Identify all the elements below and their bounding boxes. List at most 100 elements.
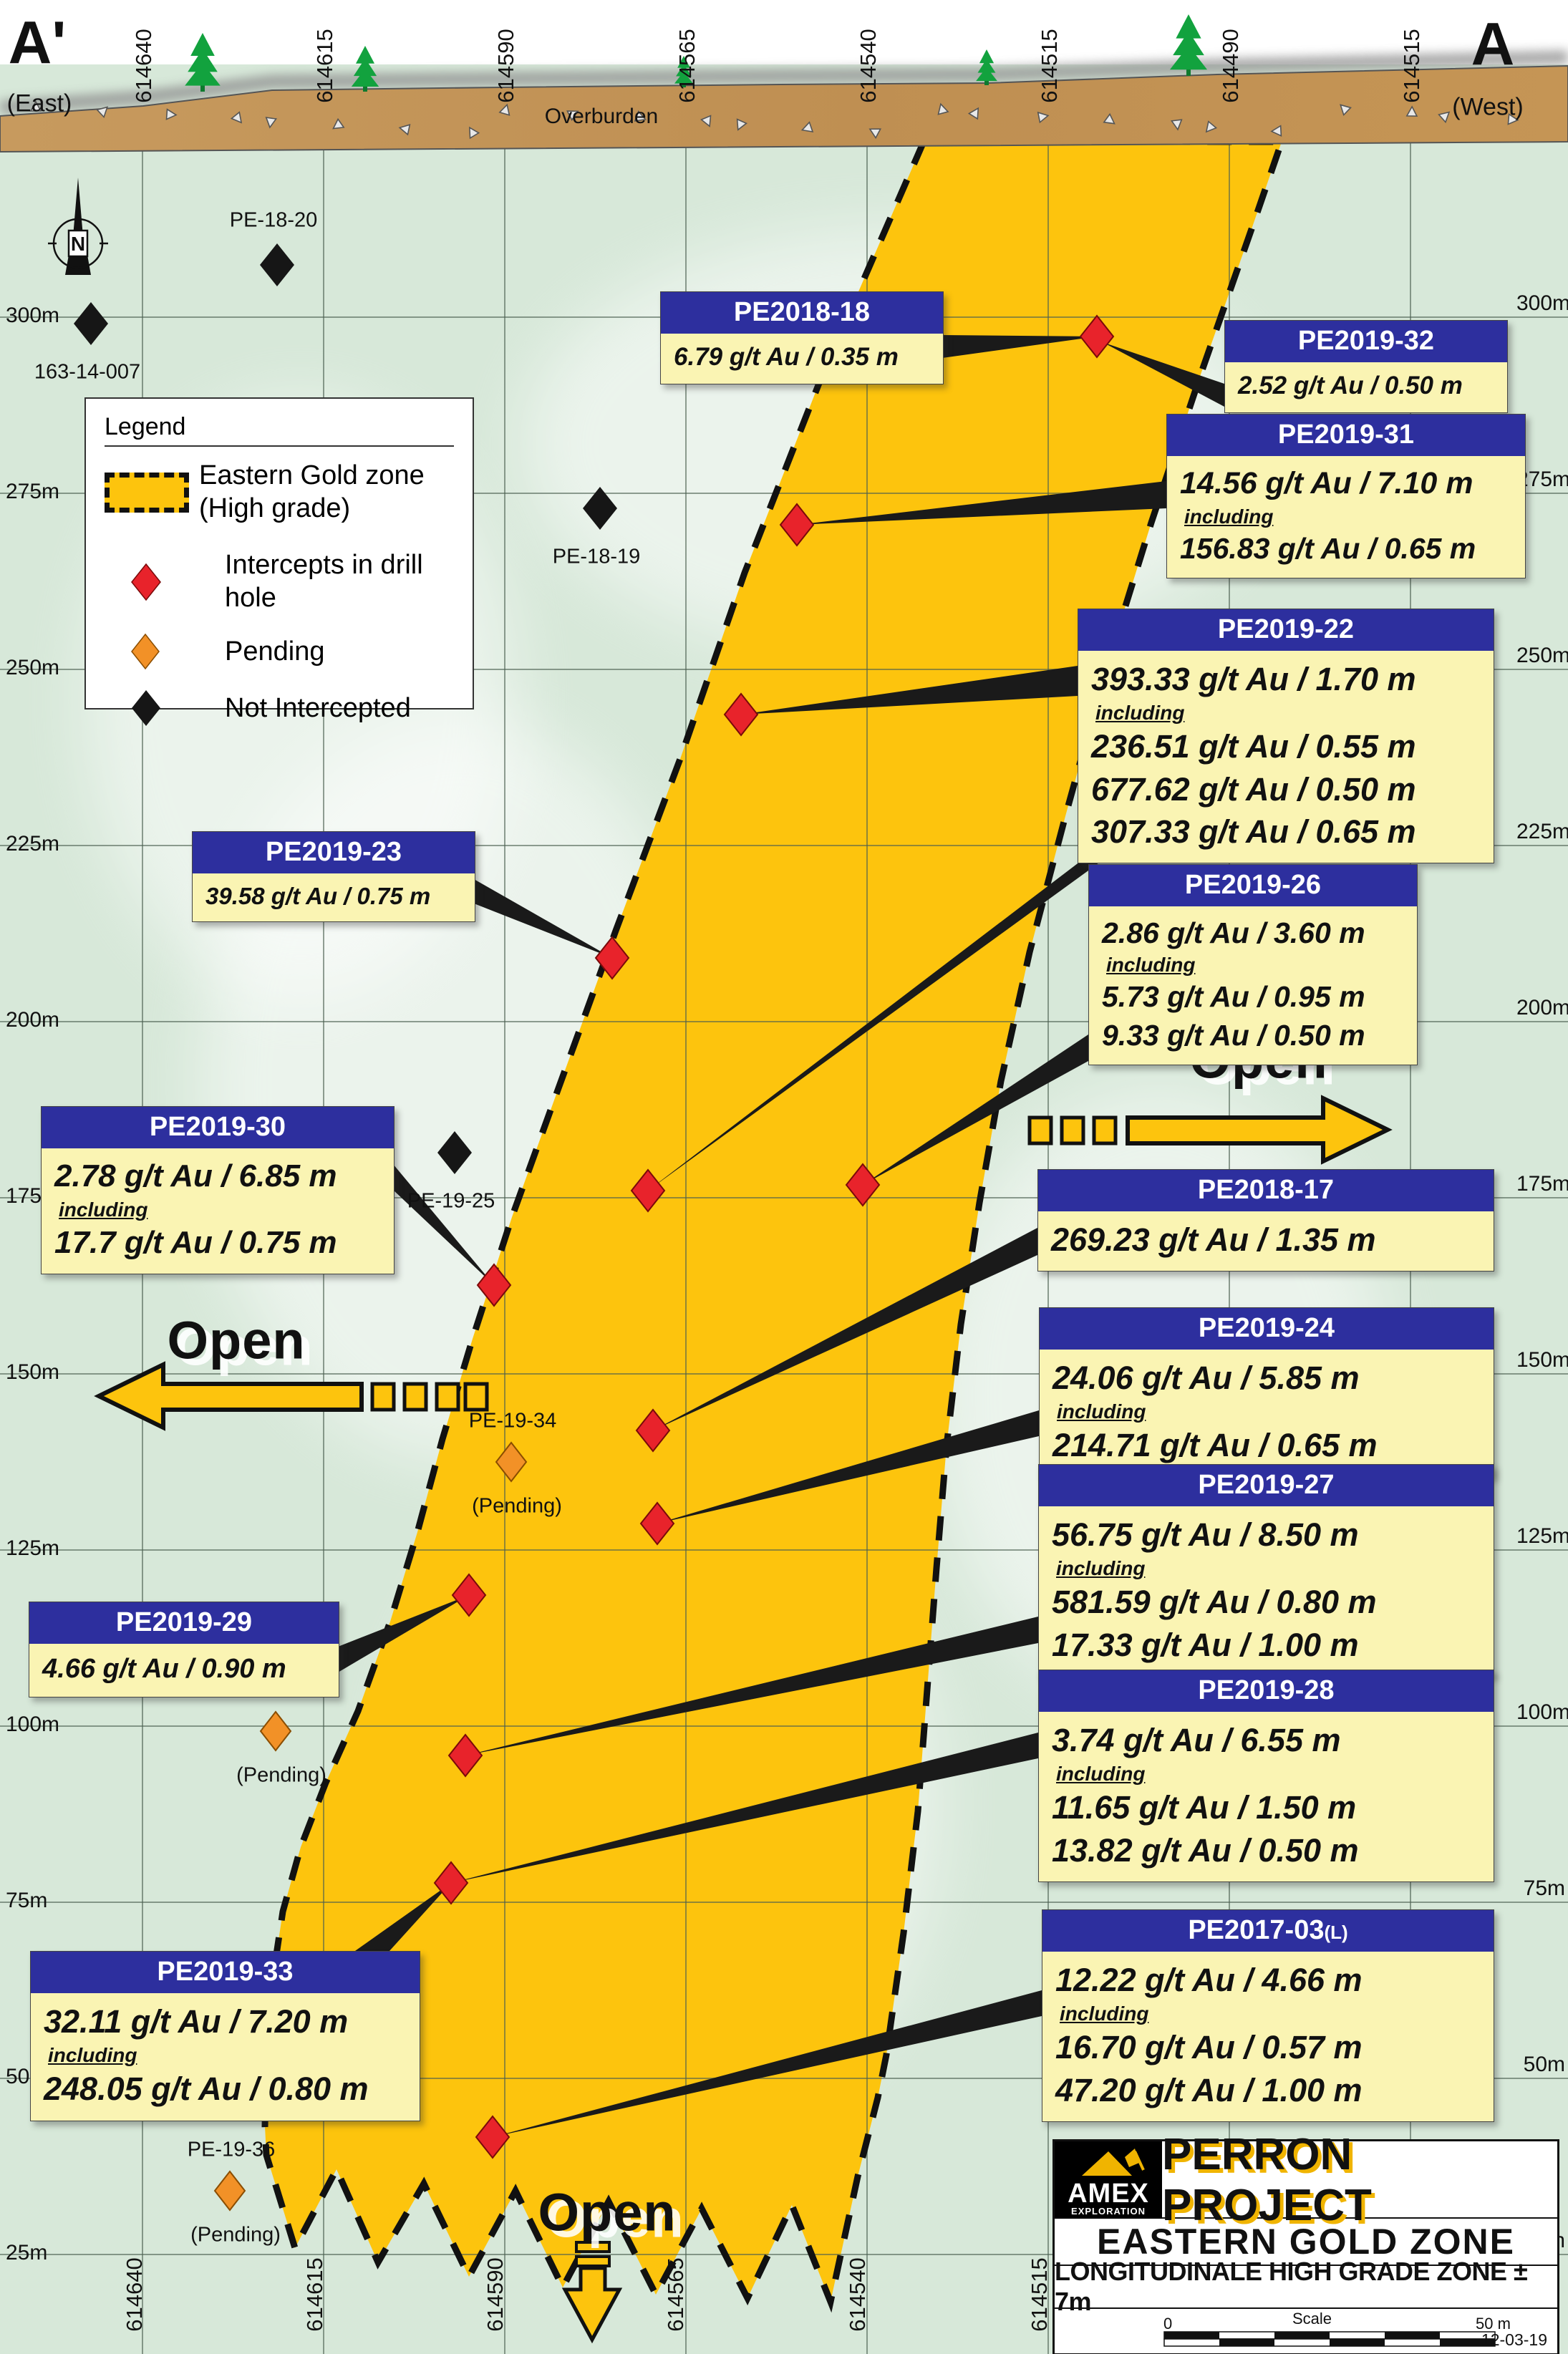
intercept-connector — [338, 1595, 469, 1672]
intercept-diamond — [475, 2115, 510, 2159]
assay-value: 2.86 g/t Au / 3.60 m — [1102, 916, 1365, 949]
legend-pending-label: Pending — [225, 636, 325, 667]
assay-value: 11.65 g/t Au / 1.50 m — [1052, 1789, 1357, 1826]
gravel-icon — [566, 110, 579, 122]
legend-item-zone: Eastern Gold zone (High grade) — [105, 460, 473, 525]
coord-label-top: 614540 — [856, 29, 881, 103]
drill-hole-id: PE2019-30 — [42, 1107, 394, 1148]
drill-result-box: PE2019-29 4.66 g/t Au / 0.90 m — [29, 1602, 339, 1697]
drill-result-box: PE2019-23 39.58 g/t Au / 0.75 m — [192, 831, 475, 923]
gravel-icon — [398, 124, 411, 136]
gravel-icon — [469, 126, 480, 140]
elevation-label-left: 150m — [6, 1360, 60, 1384]
gravel-icon — [498, 103, 510, 116]
coord-label-top: 614615 — [312, 29, 337, 103]
assay-value: 6.79 g/t Au / 0.35 m — [674, 342, 899, 371]
hole-label: PE-18-19 — [552, 545, 641, 568]
assay-value: 248.05 g/t Au / 0.80 m — [44, 2070, 369, 2108]
zone-title: EASTERN GOLD ZONE — [1096, 2222, 1516, 2262]
coord-label-bottom: 614590 — [483, 2257, 508, 2332]
intercept-connector — [493, 1990, 1042, 2137]
intercept-diamond — [639, 1501, 675, 1546]
assay-value: 393.33 g/t Au / 1.70 m — [1091, 660, 1416, 697]
coord-label-bottom: 614615 — [302, 2257, 327, 2332]
elevation-label-right: 175m — [1516, 1172, 1568, 1196]
pending-hole-label: PE-19-36 — [187, 2138, 276, 2161]
gravel-icon — [967, 107, 979, 120]
intercept-connector — [451, 1733, 1038, 1883]
assay-value: 9.33 g/t Au / 0.50 m — [1102, 1019, 1365, 1052]
legend-divider — [105, 445, 454, 447]
drill-result-values: 4.66 g/t Au / 0.90 m — [29, 1643, 339, 1697]
legend-item-pending: Pending — [105, 633, 473, 670]
coord-label-top: 614490 — [1218, 29, 1243, 103]
intercept-connector — [393, 1164, 494, 1285]
drill-hole-id: PE2018-17 — [1038, 1170, 1494, 1211]
hole-label: PE-19-25 — [407, 1189, 495, 1213]
tree-icon — [976, 49, 997, 85]
elevation-label-left: 250m — [6, 656, 60, 679]
intercept-connector — [465, 1617, 1038, 1755]
title-block-row-project: AMEX EXPLORATION PERRON PROJECT — [1055, 2130, 1557, 2230]
section-subtitle: LONGITUDINALE HIGH GRADE ZONE ± 7m — [1055, 2257, 1528, 2316]
intercept-diamond — [630, 1168, 666, 1213]
gravel-icon — [1438, 111, 1451, 124]
assay-value: 32.11 g/t Au / 7.20 m — [44, 2002, 349, 2040]
gravel-icon — [937, 102, 949, 115]
intercept-connector — [741, 666, 1078, 715]
including-label: including — [1184, 505, 1274, 528]
coord-label-bottom: 614565 — [663, 2257, 688, 2332]
assay-value: 17.7 g/t Au / 0.75 m — [54, 1224, 337, 1260]
gravel-icon — [736, 118, 747, 131]
intercept-connector — [863, 1035, 1088, 1185]
gravel-icon — [1405, 105, 1418, 117]
assay-value: 677.62 g/t Au / 0.50 m — [1091, 770, 1416, 808]
coord-label-top: 614590 — [493, 29, 518, 103]
amex-mountain-icon — [1082, 2149, 1145, 2176]
hole-label: PE-18-20 — [229, 208, 318, 232]
assay-value: 14.56 g/t Au / 7.10 m — [1180, 465, 1473, 500]
open-arrow-down — [561, 2241, 623, 2344]
including-label: including — [1060, 2002, 1149, 2025]
gravel-icon — [800, 121, 814, 132]
open-arrow-right — [1027, 1095, 1393, 1165]
elevation-label-left: 100m — [6, 1713, 60, 1736]
section-label-west: A — [1471, 10, 1515, 78]
tree-icon — [351, 46, 379, 92]
pending-diamond — [495, 1441, 528, 1483]
open-label-down: Open — [538, 2182, 677, 2242]
elevation-label-left: 25m — [6, 2241, 48, 2265]
intercept-connector — [797, 481, 1166, 525]
pending-diamond — [213, 2170, 246, 2212]
elevation-label-right: 250m — [1516, 644, 1568, 667]
gravel-icon — [165, 108, 178, 120]
intercept-connector — [474, 879, 612, 958]
legend-intercept-label: Intercepts in drill hole — [225, 550, 423, 613]
including-label: including — [59, 1198, 148, 1221]
elevation-label-left: 300m — [6, 304, 60, 327]
black-diamond-icon — [132, 690, 160, 727]
drill-result-values: 39.58 g/t Au / 0.75 m — [193, 873, 475, 922]
north-compass-icon: N — [48, 178, 108, 275]
scale-start-label: 0 — [1163, 2315, 1173, 2333]
assay-value: 3.74 g/t Au / 6.55 m — [1052, 1721, 1341, 1758]
gravel-icon — [29, 100, 42, 112]
intercept-diamond — [845, 1163, 881, 1207]
gravel-icon — [1270, 125, 1282, 137]
assay-value: 4.66 g/t Au / 0.90 m — [42, 1653, 286, 1684]
not-intercepted-diamond — [74, 302, 108, 345]
legend-zone-line2: (High grade) — [199, 493, 351, 523]
drill-result-values: 2.52 g/t Au / 0.50 m — [1225, 362, 1507, 412]
title-block-row-subtitle: LONGITUDINALE HIGH GRADE ZONE ± 7m — [1055, 2257, 1557, 2316]
elevation-label-right: 150m — [1516, 1348, 1568, 1372]
tree-icon — [1169, 14, 1208, 76]
assay-value: 17.33 g/t Au / 1.00 m — [1052, 1626, 1359, 1663]
